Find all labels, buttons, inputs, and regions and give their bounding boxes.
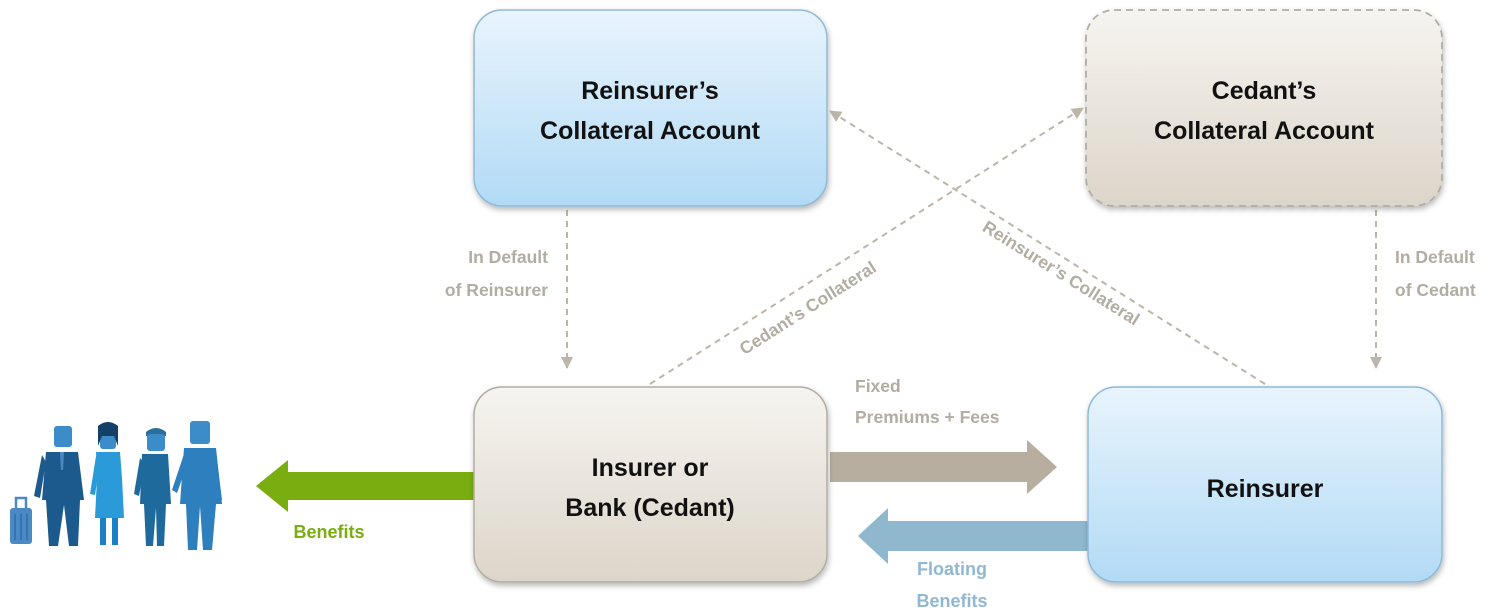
default-cedant-label-line2: of Cedant [1395,280,1476,300]
benefits-label: Benefits [293,522,364,542]
default-reinsurer-label-line2: of Reinsurer [445,280,548,300]
cedant-collateral-arrow [649,107,1084,385]
insurer-title-line2: Bank (Cedant) [565,494,734,522]
reinsurer-collateral-label: Reinsurer’s Collateral [979,216,1143,329]
insurer-title-line1: Insurer or [592,454,709,482]
cedant-collateral-title-line1: Cedant’s [1212,77,1317,105]
reinsurer-collateral-title-line1: Reinsurer’s [581,77,719,105]
reinsurer-collateral-account-box: Reinsurer’s Collateral Account [473,9,828,207]
default-reinsurer-label-line1: In Default [468,247,548,267]
floating-benefits-label-line2: Benefits [916,591,987,611]
insurer-box: Insurer or Bank (Cedant) [473,386,828,583]
cedant-collateral-title-line2: Collateral Account [1154,117,1375,145]
dashed-connectors [561,107,1382,385]
reinsurer-box: Reinsurer [1087,386,1443,583]
reinsurer-collateral-title-line2: Collateral Account [540,117,761,145]
reinsurer-collateral-arrow [829,110,1266,385]
people-group-icon [10,421,222,550]
cedant-collateral-account-box: Cedant’s Collateral Account [1085,9,1443,207]
fixed-premiums-label-line1: Fixed [855,376,901,396]
floating-benefits-arrow [858,508,1090,564]
benefits-arrow [256,460,474,512]
premiums-arrow [830,440,1057,494]
default-cedant-label-line1: In Default [1395,247,1475,267]
reinsurer-title: Reinsurer [1207,475,1324,503]
solid-flow-arrows [256,440,1090,564]
fixed-premiums-label-line2: Premiums + Fees [855,407,1000,427]
cedant-collateral-label: Cedant’s Collateral [736,257,880,359]
floating-benefits-label-line1: Floating [917,559,987,579]
